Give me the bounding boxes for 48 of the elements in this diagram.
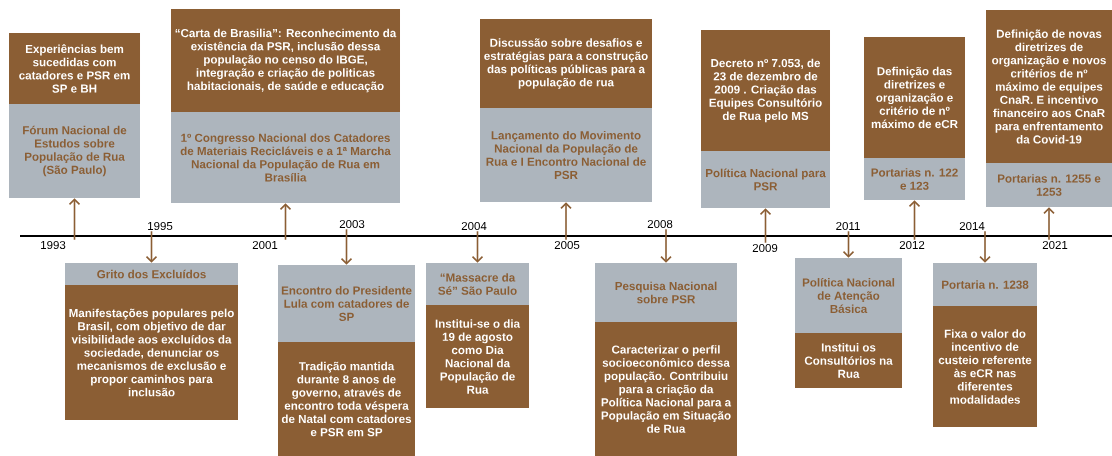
event-card: Política Nacional de Atenção Básica Institui os Consultórios na Rua (795, 258, 902, 388)
node-label: Portaria n. 1238 (942, 280, 1029, 289)
year-label: 2011 (836, 221, 860, 231)
year-label: 2001 (252, 240, 278, 250)
node-label: Institui os Consultórios na Rua (804, 343, 893, 378)
year-label: 2008 (647, 219, 673, 229)
event-card: Grito dos Excluídos Manifestações populares pelo Brasil, com objetivo de dar visibilidade aos excluídos da sociedade, denunciar os mecanismos de exclusão e propor caminhos para inclusão (65, 263, 238, 420)
arrow (660, 228, 672, 263)
event-card: Decreto nº 7.053, de 23 de dezembro de 2009 . Criação das Equipes Consultório de Rua pelo MS Política Nacional para PSR (701, 30, 830, 208)
arrow (842, 230, 855, 258)
arrow (340, 228, 353, 265)
node-label: Experiências bem sucedidas com catadores e PSR em SP e BH (19, 44, 130, 93)
event-card: Definição das diretrizes e organização e critério de nº máximo de eCR Portarias n. 122 e 123 (864, 37, 965, 200)
year-label: 1993 (41, 240, 66, 250)
event-card: Experiências bem sucedidas com catadores e PSR em SP e BH Fórum Nacional de Estudos sobre População de Rua (São Paulo) (9, 33, 140, 198)
event-card: “Massacre da Sé” São Paulo Institui-se o dia 19 de agosto como Dia Nacional da População de Rua (426, 263, 529, 408)
node-label: “Massacre da Sé” São Paulo (438, 273, 517, 295)
event-card: Encontro do Presidente Lula com catadores de SP Tradição mantida durante 8 anos de governo, através de encontro toda véspera de Natal com catadores e PSR em SP (278, 265, 415, 456)
year-label: 2004 (461, 221, 487, 231)
node-label: 1º Congresso Nacional dos Catadores de Materiais Recicláveis e a 1ª Marcha Nacional da População de Rua em Brasília (180, 133, 391, 182)
event-card: “Carta de Brasilia”: Reconhecimento da existência da PSR, inclusão dessa população no censo do IBGE, integração e criação de politicas habitacionais, de saúde e educação 1º Congresso Nacional dos Catadores de Materiais Recicláveis e a 1ª Marcha Nacional da População de Rua em Brasília (171, 9, 400, 203)
node-label: Pesquisa Nacional sobre PSR (615, 281, 717, 304)
node-label: Política Nacional para PSR (706, 168, 826, 191)
year-label: 2021 (1042, 240, 1068, 250)
node-label: Portarias n. 1255 e 1253 (997, 174, 1101, 196)
year-label: 2014 (959, 221, 985, 231)
event-card: Definição de novas diretrizes de organização e novos critérios de nº máximo de equipes CnaR. E incentivo financeiro aos CnaR para enfrentamento da Covid-19 Portarias n. 1255 e 1253 (986, 10, 1112, 207)
event-card: Discussão sobre desafios e estratégias para a construção das políticas públicas para a população de rua Lançamento do Movimento Nacional da População de Rua e I Encontro Nacional de PSR (480, 19, 652, 202)
arrow (979, 230, 991, 263)
year-label: 2012 (899, 240, 925, 250)
year-label: 2005 (554, 240, 580, 250)
arrow (471, 230, 484, 263)
year-label: 1995 (148, 221, 173, 231)
event-card: Pesquisa Nacional sobre PSR Caracterizar o perfil socioeconômico dessa população. Contribuiu para a criação da Política Nacional para a População em Situação de Rua (595, 263, 737, 456)
arrow (759, 208, 772, 244)
arrow (145, 230, 158, 263)
node-label: Discussão sobre desafios e estratégias para a construção das políticas públicas para a população de rua (484, 38, 648, 89)
arrow (279, 203, 292, 241)
arrow (1043, 207, 1055, 241)
year-label: 2009 (752, 243, 778, 253)
year-label: 2003 (339, 219, 365, 229)
arrow (68, 198, 81, 241)
node-label: Encontro do Presidente Lula com catadores de SP (281, 286, 412, 321)
node-label: Grito dos Excluídos (97, 269, 206, 279)
event-card: Portaria n. 1238 Fixa o valor do incentivo de custeio referente às eCR nas diferentes modalidades (933, 263, 1037, 427)
arrow (560, 202, 572, 241)
node-label: Portarias n. 122 e 123 (871, 168, 958, 190)
arrow (908, 200, 921, 241)
